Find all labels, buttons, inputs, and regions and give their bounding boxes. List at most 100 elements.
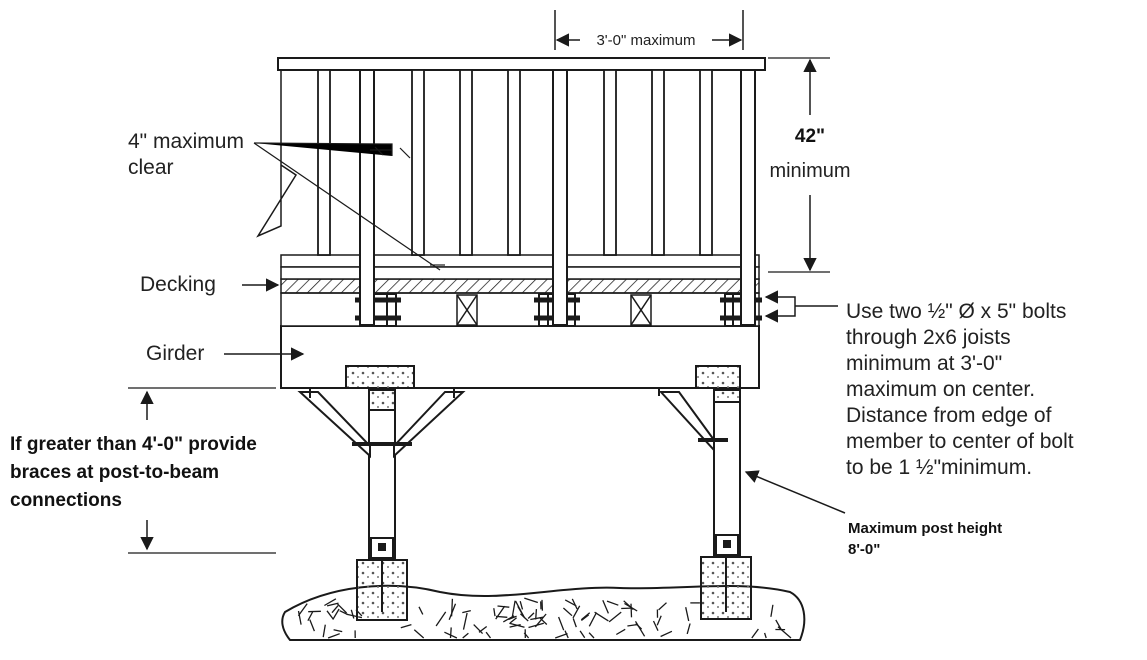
footing-left — [356, 555, 408, 621]
ground-stroke — [327, 633, 340, 639]
baluster — [459, 69, 473, 256]
ground-stroke — [333, 629, 343, 633]
ground-stroke — [656, 615, 662, 626]
spacing-max-label: 3'-0" maximum — [596, 32, 695, 49]
ground-stroke — [307, 611, 314, 622]
baluster — [651, 69, 665, 256]
ground-stroke — [606, 600, 619, 606]
ground-stroke — [594, 611, 609, 622]
bolt-note: Use two ½" Ø x 5" bolts through 2x6 jois… — [846, 300, 1079, 479]
ground-stroke — [331, 605, 339, 614]
post-left — [368, 389, 396, 559]
ground-stroke — [473, 624, 484, 635]
post-height-leader — [744, 470, 846, 514]
ground-stroke — [435, 611, 447, 627]
ground-stroke — [509, 623, 521, 628]
ground-stroke — [509, 622, 525, 628]
ground-stroke — [580, 612, 591, 621]
ground-stroke — [572, 618, 577, 628]
ground-stroke — [485, 631, 492, 639]
ground-stroke — [337, 603, 348, 614]
baluster-gap-label-line2: clear — [128, 156, 174, 179]
ground-stroke — [527, 612, 535, 619]
ground-stroke — [297, 610, 302, 625]
ground-stroke — [624, 602, 638, 612]
ground-stroke — [511, 600, 516, 619]
ground-stroke — [418, 606, 424, 615]
ground-stroke — [564, 599, 577, 607]
ground-stroke — [493, 608, 496, 617]
ground-stroke — [332, 608, 340, 620]
ground-stroke — [324, 598, 337, 607]
ground-stroke — [751, 628, 759, 639]
ground-stroke — [588, 632, 595, 639]
ground-stroke — [509, 617, 518, 624]
joist-band — [280, 292, 762, 327]
brace-note: If greater than 4'-0" provide braces at … — [10, 434, 262, 511]
post-height-note: Maximum post height 8'-0" — [848, 520, 1006, 558]
decking-label: Decking — [140, 273, 216, 296]
ground-stroke — [297, 603, 308, 617]
height-unit-label: minimum — [769, 160, 850, 182]
ground-stroke — [571, 598, 578, 610]
braces — [297, 376, 728, 459]
ground-stroke — [658, 602, 667, 611]
ground-stroke — [535, 609, 538, 620]
ground-stroke — [449, 627, 452, 639]
ground-stroke — [515, 600, 525, 617]
ground-stroke — [660, 630, 673, 638]
ground-stroke — [579, 630, 586, 639]
ground-stroke — [326, 610, 334, 620]
girder-label: Girder — [146, 342, 204, 365]
ground-stroke — [350, 609, 355, 619]
baluster — [699, 69, 713, 256]
spacing-dimension — [554, 10, 744, 50]
post-right — [713, 389, 741, 557]
ground-stroke — [777, 626, 792, 639]
ground-stroke — [448, 603, 457, 620]
ground-stroke — [534, 613, 547, 628]
footing-right — [700, 552, 752, 620]
decking-boards — [280, 254, 760, 294]
ground-stroke — [608, 611, 622, 623]
ground-stroke — [413, 629, 425, 639]
ground-stroke — [581, 614, 590, 622]
ground-stroke — [462, 612, 468, 630]
ground-stroke — [326, 602, 339, 607]
ground-stroke — [530, 616, 544, 621]
ground-stroke — [309, 619, 316, 632]
ground-stroke — [652, 620, 659, 631]
ground-stroke — [588, 612, 598, 627]
baluster-gap-label-line1: 4" maximum — [128, 130, 244, 153]
ground-stroke — [519, 601, 524, 610]
ground-stroke — [495, 605, 506, 620]
ground-stroke — [685, 607, 690, 622]
ground-stroke — [497, 605, 510, 608]
height-value-label: 42" — [795, 126, 825, 147]
post-cap-left — [345, 365, 415, 411]
ground-stroke — [770, 604, 774, 617]
ground-stroke — [627, 623, 638, 627]
ground-stroke — [602, 600, 609, 614]
ground-stroke — [635, 623, 643, 630]
ground-stroke — [462, 609, 471, 614]
ground-stroke — [554, 632, 568, 639]
baluster — [317, 69, 331, 256]
ground-stroke — [400, 623, 412, 629]
ground-stroke — [572, 605, 581, 619]
ground-stroke — [686, 623, 691, 635]
baluster-gap-detail — [253, 142, 445, 271]
ground-stroke — [339, 610, 348, 616]
ground-stroke — [557, 616, 565, 631]
ground-stroke — [763, 632, 767, 639]
baluster — [411, 69, 425, 256]
baluster — [603, 69, 617, 256]
ground-stroke — [519, 613, 529, 622]
ground-stroke — [524, 597, 539, 604]
brace-dimension — [128, 387, 276, 554]
guard-railing — [256, 57, 766, 326]
ground-stroke — [630, 603, 633, 618]
ground-stroke — [478, 625, 488, 633]
baluster — [507, 69, 521, 256]
height-dimension — [768, 57, 830, 273]
